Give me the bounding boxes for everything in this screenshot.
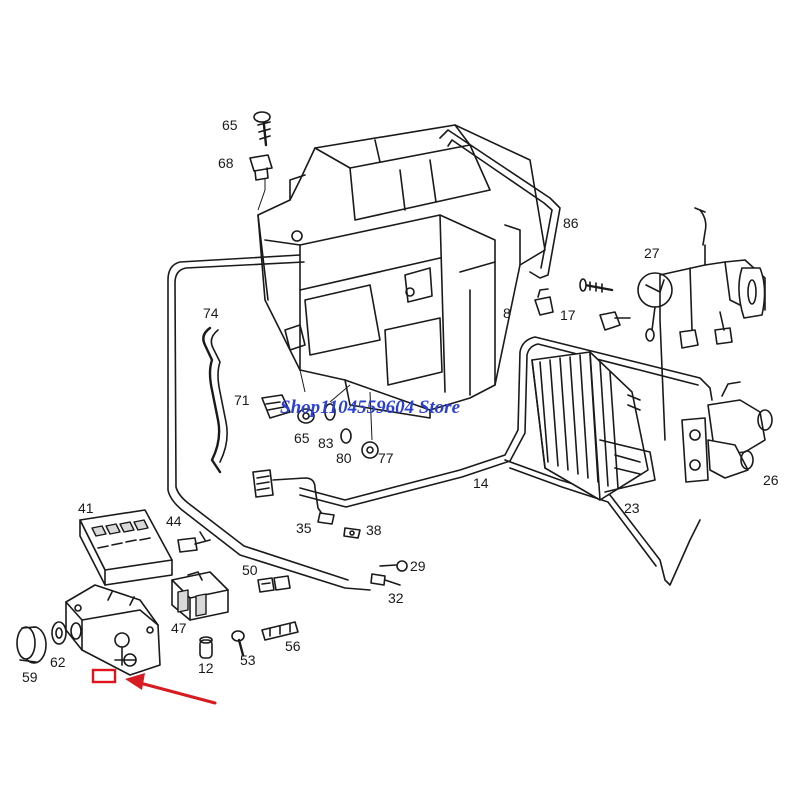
label-23: 23 <box>624 500 640 516</box>
terminal-strip-56 <box>261 621 299 641</box>
label-32: 32 <box>388 590 404 606</box>
terminal-29 <box>379 560 408 572</box>
label-44: 44 <box>166 513 182 529</box>
clip-44 <box>177 531 211 553</box>
washer-83 <box>324 403 336 421</box>
label-71: 71 <box>234 392 250 408</box>
label-56: 56 <box>285 638 301 654</box>
label-59: 59 <box>22 669 38 685</box>
label-8: 8 <box>503 305 511 321</box>
label-80: 80 <box>336 450 352 466</box>
terminal-38 <box>343 527 361 539</box>
self-tapping-screw <box>579 278 614 293</box>
screw-bolt <box>253 111 271 147</box>
label-29: 29 <box>410 558 426 574</box>
label-41: 41 <box>78 500 94 516</box>
watermark-text: Shop1104559604 Store <box>280 397 461 418</box>
label-35: 35 <box>296 520 312 536</box>
label-83: 83 <box>318 435 334 451</box>
control-unit <box>65 584 161 676</box>
label-74: 74 <box>203 305 219 321</box>
label-47: 47 <box>171 620 187 636</box>
switch-block <box>79 509 173 586</box>
label-17: 17 <box>560 307 576 323</box>
label-38: 38 <box>366 522 382 538</box>
bulb-12 <box>199 636 213 659</box>
label-27: 27 <box>644 245 660 261</box>
vacuum-hose <box>202 326 228 474</box>
label-65-mid: 65 <box>294 430 310 446</box>
heater-valve <box>681 381 773 483</box>
clamp-ring <box>637 272 673 342</box>
relay-clip <box>534 288 554 316</box>
label-86: 86 <box>563 215 579 231</box>
label-62: 62 <box>50 654 66 670</box>
nut-77 <box>361 441 379 459</box>
relay-47 <box>171 571 229 621</box>
highlight-box <box>91 668 117 684</box>
terminal-32 <box>370 573 401 586</box>
label-77: 77 <box>378 450 394 466</box>
label-65-top: 65 <box>222 117 238 133</box>
screw-53 <box>231 630 245 657</box>
label-68: 68 <box>218 155 234 171</box>
washer-80 <box>340 428 352 444</box>
control-knob <box>16 626 47 664</box>
nut-62 <box>51 621 82 645</box>
heater-housing <box>257 124 546 419</box>
gasket <box>439 129 561 279</box>
connector-50 <box>257 575 291 593</box>
wiring-harness <box>252 469 335 525</box>
connector-plug <box>261 394 291 419</box>
label-26: 26 <box>763 472 779 488</box>
washer-65 <box>297 408 315 424</box>
label-14: 14 <box>473 475 489 491</box>
evaporator-core <box>531 351 656 501</box>
grommet-nut <box>599 311 631 331</box>
red-arrow <box>125 673 217 705</box>
clip-nut <box>249 154 273 181</box>
label-50: 50 <box>242 562 258 578</box>
vacuum-lines <box>659 207 766 441</box>
label-53: 53 <box>240 652 256 668</box>
label-12: 12 <box>198 660 214 676</box>
